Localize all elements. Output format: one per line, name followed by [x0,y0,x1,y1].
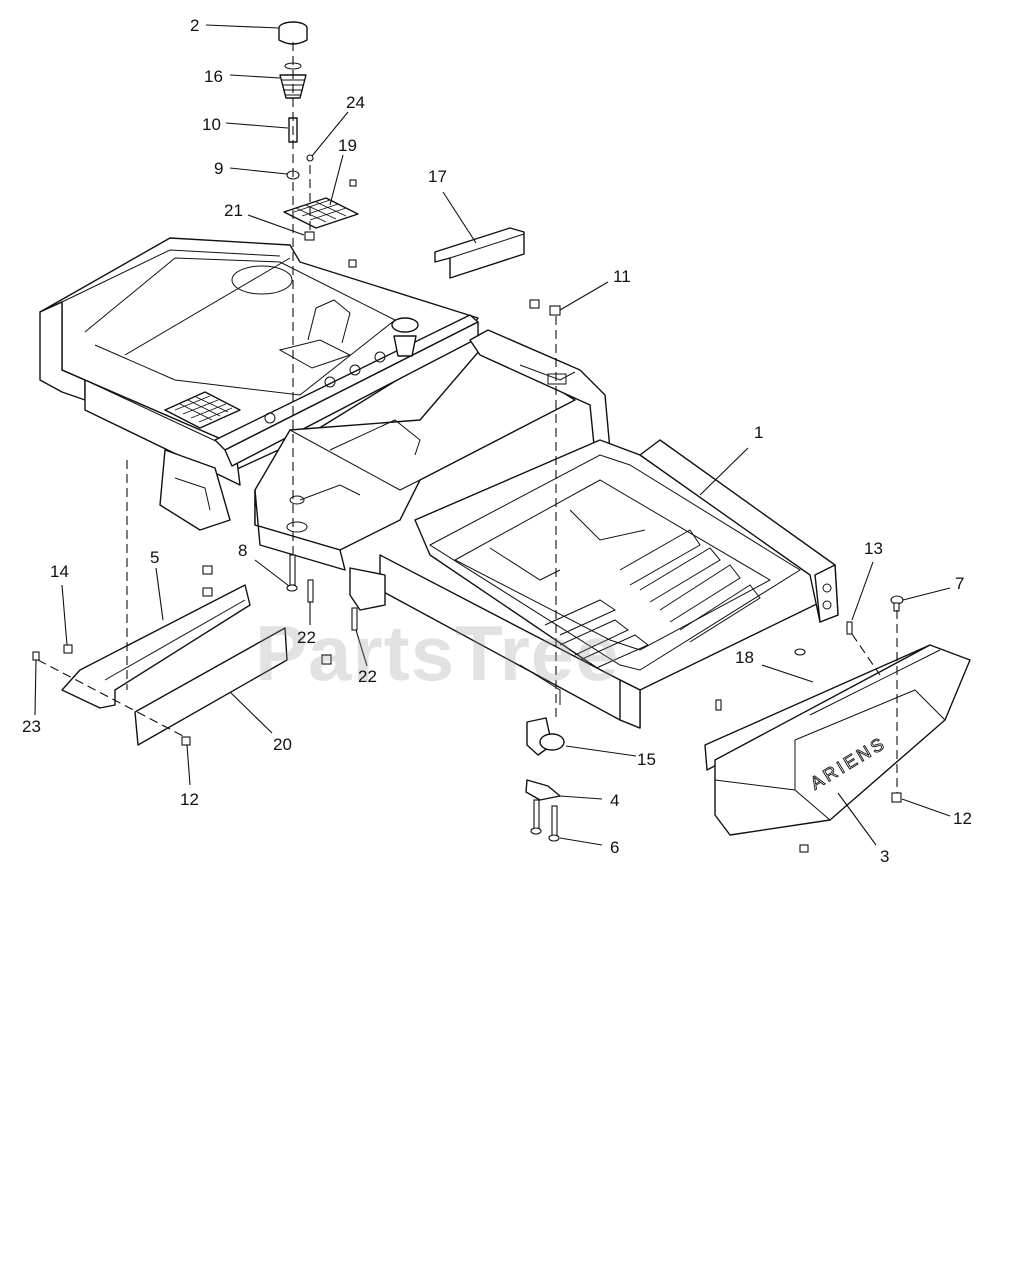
watermark: PartsTree [255,609,620,697]
frame-knob [391,317,419,357]
callout-11[interactable]: 11 [613,267,631,286]
callout-17[interactable]: 17 [428,167,447,186]
callout-12b[interactable]: 12 [953,809,972,828]
frame-grip-pad [164,391,241,429]
callout-20[interactable]: 20 [273,735,292,754]
part-23-bolt[interactable] [32,651,40,661]
callout-6[interactable]: 6 [610,838,619,857]
callout-18[interactable]: 18 [735,648,754,667]
callout-1[interactable]: 1 [754,423,763,442]
part-22-bolt-b[interactable] [351,607,358,631]
callout-12[interactable]: 12 [180,790,199,809]
part-17-angle[interactable] [434,227,525,279]
part-8-bolt[interactable] [286,554,298,592]
callout-13[interactable]: 13 [864,539,883,558]
callout-24[interactable]: 24 [346,93,365,112]
part-15-yoke[interactable] [526,717,565,756]
part-3-shroud[interactable]: ARIENS [714,644,971,836]
callout-10[interactable]: 10 [202,115,221,134]
part-12-nut-left[interactable] [181,736,191,746]
part-7-bolt[interactable] [890,595,904,612]
callout-23[interactable]: 23 [22,717,41,736]
callout-5[interactable]: 5 [150,548,159,567]
callout-15[interactable]: 15 [637,750,656,769]
callout-9[interactable]: 9 [214,159,223,178]
part-12-nut-right[interactable] [891,792,902,803]
part-24-screw[interactable] [306,154,314,162]
callout-19[interactable]: 19 [338,136,357,155]
callout-16[interactable]: 16 [204,67,223,86]
callout-22b[interactable]: 22 [358,667,377,686]
alignment-lines [37,42,898,793]
callout-7[interactable]: 7 [955,574,964,593]
callout-2[interactable]: 2 [190,16,199,35]
part-19-pad[interactable] [283,197,359,229]
part-5-panel[interactable] [61,584,251,709]
part-20-plate[interactable] [134,627,288,746]
callout-21[interactable]: 21 [224,201,243,220]
callout-22[interactable]: 22 [297,628,316,647]
part-21-nut[interactable] [304,231,315,241]
part-22-bolt-a[interactable] [307,579,314,603]
callout-3[interactable]: 3 [880,847,889,866]
callout-labels: 2 16 10 24 9 19 17 21 11 1 8 13 7 14 5 2… [22,16,972,866]
callout-4[interactable]: 4 [610,791,619,810]
part-14-nut[interactable] [63,644,73,654]
part-2-cap[interactable] [278,21,308,45]
part-4-strap[interactable] [525,779,561,801]
part-11-nut[interactable] [529,299,561,316]
callout-8[interactable]: 8 [238,541,247,560]
part-13-screw[interactable] [846,621,853,635]
part-6-bolt[interactable] [530,799,560,842]
callout-14[interactable]: 14 [50,562,69,581]
main-frame[interactable] [39,237,839,729]
loose-hardware [202,179,809,853]
leader-lines [34,24,951,846]
